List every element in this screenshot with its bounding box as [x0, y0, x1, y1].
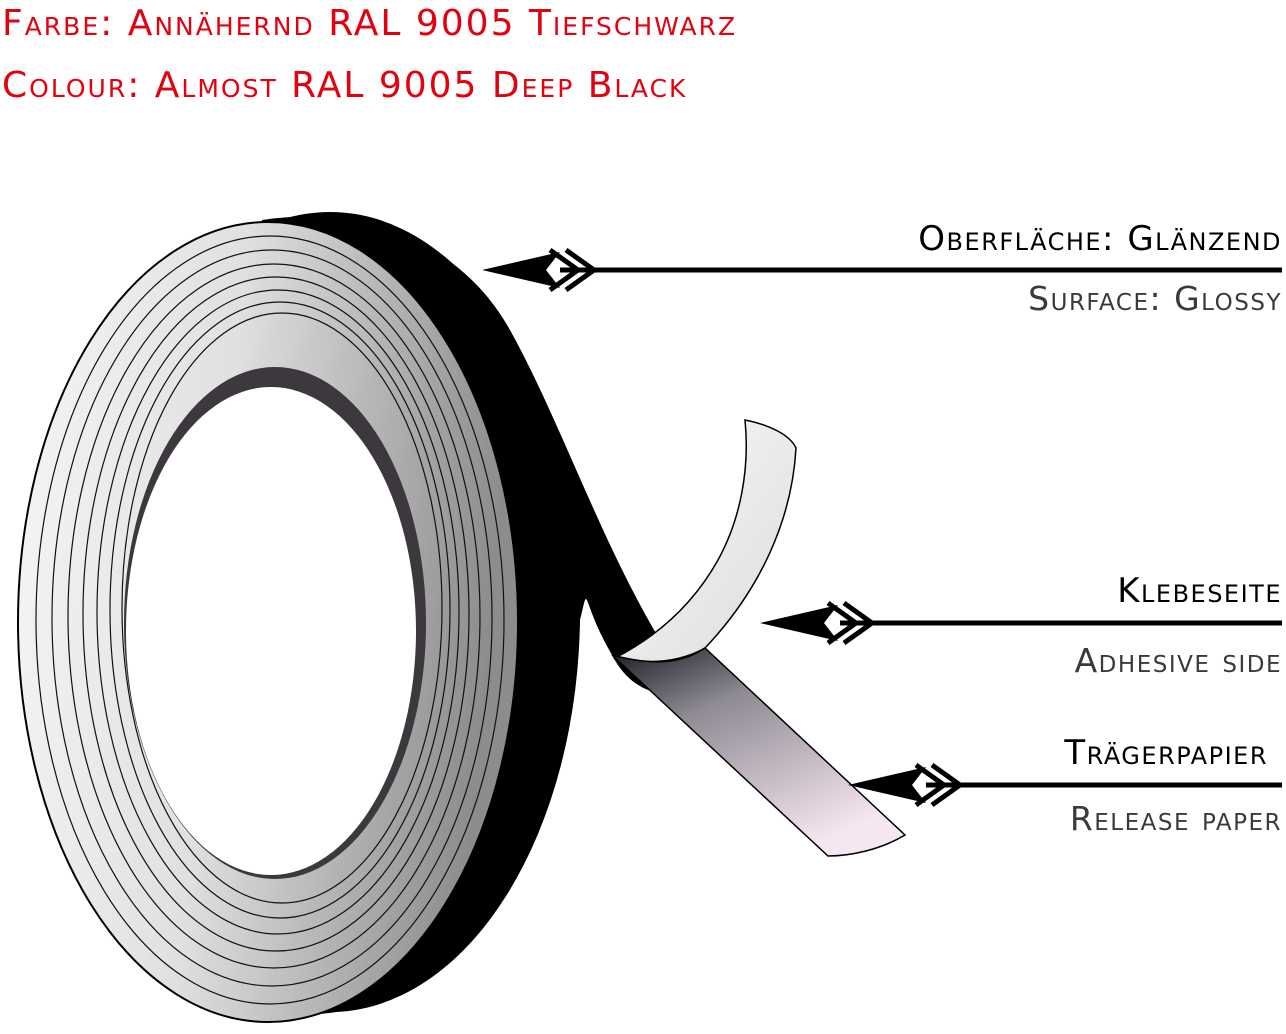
release-paper-strip [611, 647, 907, 857]
label-adhesive-en: Adhesive side [1074, 641, 1282, 680]
label-release-de: Trägerpapier [1064, 733, 1268, 773]
roll-core [124, 367, 426, 879]
header-color-de: Farbe: Annähernd RAL 9005 Tiefschwarz [2, 3, 738, 44]
label-release-en: Release paper [1069, 799, 1282, 838]
label-surface-de: Oberfläche: Glänzend [918, 219, 1282, 259]
header-color-en: Colour: Almost RAL 9005 Deep Black [2, 65, 688, 106]
label-surface-en: Surface: Glossy [1028, 279, 1282, 318]
arrow-release [848, 762, 1282, 808]
arrow-adhesive [760, 600, 1282, 646]
arrow-surface [482, 247, 1282, 293]
label-adhesive-de: Klebeseite [1117, 571, 1282, 611]
